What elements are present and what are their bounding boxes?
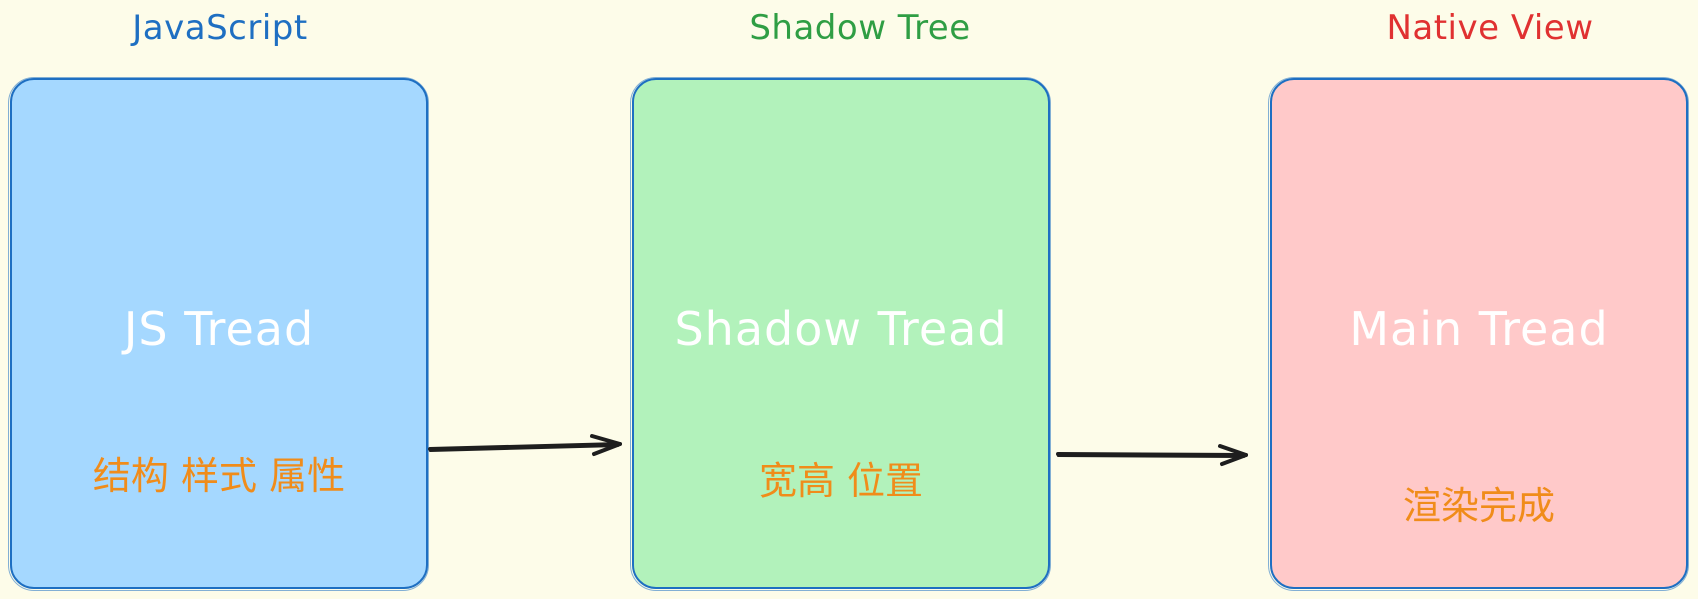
- js-thread-title: JS Tread: [123, 302, 315, 356]
- js-thread-note: 结构 样式 属性: [92, 454, 346, 498]
- main-thread-title: Main Tread: [1349, 302, 1609, 356]
- native-view-heading: Native View: [1386, 8, 1594, 48]
- shadow-tree-heading: Shadow Tree: [749, 8, 971, 48]
- shadow-thread-box: Shadow Tread 宽高 位置: [630, 77, 1051, 591]
- js-thread-box: JS Tread 结构 样式 属性: [8, 77, 429, 591]
- main-thread-box: Main Tread 渲染完成: [1268, 77, 1689, 591]
- arrow-shadow-to-main: [1056, 444, 1248, 466]
- shadow-thread-title: Shadow Tread: [674, 302, 1008, 356]
- shadow-thread-note: 宽高 位置: [758, 459, 924, 503]
- javascript-heading: JavaScript: [132, 8, 308, 48]
- main-thread-note: 渲染完成: [1402, 484, 1555, 528]
- arrow-js-to-shadow: [428, 434, 622, 456]
